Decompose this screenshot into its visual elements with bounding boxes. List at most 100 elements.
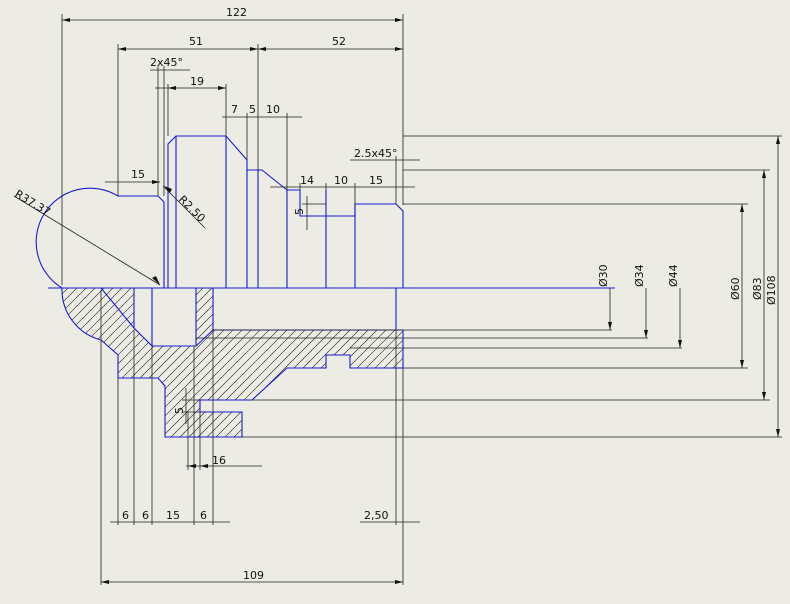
hatch-line bbox=[508, 260, 708, 460]
hatch-line bbox=[463, 260, 663, 460]
hatch-line bbox=[363, 288, 403, 437]
hatch-line bbox=[544, 260, 744, 460]
radius-small-label: R2.50 bbox=[176, 193, 208, 225]
dim-15-left: 15 bbox=[131, 168, 145, 181]
hatch-line bbox=[309, 288, 403, 437]
hatch-line bbox=[300, 288, 403, 437]
dim-5-vertical: 5 bbox=[293, 208, 306, 215]
hatch-line bbox=[138, 288, 340, 437]
radius-large-label: R37.37 bbox=[12, 187, 52, 218]
arrowheads bbox=[62, 18, 780, 584]
hatch-line bbox=[336, 288, 403, 437]
dim-chamfer-right: 2.5x45° bbox=[354, 147, 398, 160]
hatch-line bbox=[445, 260, 645, 460]
hatch-line bbox=[237, 288, 403, 437]
hatch-line bbox=[354, 288, 403, 437]
hatch-line bbox=[192, 288, 394, 437]
dim-bottom-16: 16 bbox=[212, 454, 226, 467]
dim-bottom-6a: 6 bbox=[122, 509, 129, 522]
dim-bottom-2-50: 2,50 bbox=[364, 509, 389, 522]
hatch-line bbox=[61, 288, 223, 437]
hatch-line bbox=[0, 260, 60, 460]
hatch-line bbox=[282, 288, 403, 437]
hatch-line bbox=[61, 288, 250, 437]
dim-10: 10 bbox=[266, 103, 280, 116]
dim-groove-width: 19 bbox=[190, 75, 204, 88]
hatch-line bbox=[61, 288, 88, 437]
dim-14: 14 bbox=[300, 174, 314, 187]
hatch-line bbox=[327, 288, 403, 437]
hatch-line bbox=[517, 260, 717, 460]
hatch-line bbox=[61, 288, 133, 437]
dim-bottom-15: 15 bbox=[166, 509, 180, 522]
dim-bottom-6c: 6 bbox=[200, 509, 207, 522]
hatch-line bbox=[264, 288, 403, 437]
hatch-line bbox=[526, 260, 726, 460]
diameter-60-label: Ø60 bbox=[729, 277, 742, 300]
hatch-line bbox=[61, 288, 196, 437]
hatch-line bbox=[318, 288, 403, 437]
hatch-line bbox=[174, 288, 376, 437]
dim-5: 5 bbox=[249, 103, 256, 116]
hatch-line bbox=[0, 260, 51, 460]
hatch-line bbox=[255, 288, 403, 437]
hatch-line bbox=[228, 288, 403, 437]
hatch-line bbox=[61, 288, 232, 437]
diameter-44-label: Ø44 bbox=[667, 264, 680, 287]
hatch-line bbox=[535, 260, 735, 460]
hatch-line bbox=[219, 288, 403, 437]
hatch-line bbox=[75, 288, 277, 437]
hatch-line bbox=[156, 288, 358, 437]
hatch-line bbox=[120, 288, 322, 437]
hatch-line bbox=[61, 288, 97, 437]
dim-15-right: 15 bbox=[369, 174, 383, 187]
hatch-line bbox=[381, 288, 403, 437]
hatch-line bbox=[291, 288, 403, 437]
hatch-line bbox=[61, 288, 214, 437]
diameter-108-label: Ø108 bbox=[765, 275, 778, 305]
hatch-line bbox=[84, 288, 286, 437]
hatch-line bbox=[427, 260, 627, 460]
hatch-line bbox=[61, 288, 205, 437]
hatch-line bbox=[61, 288, 259, 437]
hatch-line bbox=[61, 288, 151, 437]
hatch-line bbox=[61, 288, 115, 437]
hatch-line bbox=[61, 288, 106, 437]
hatch-line bbox=[409, 260, 609, 460]
hatch-line bbox=[778, 260, 790, 460]
hatch-line bbox=[472, 260, 672, 460]
hatch-line bbox=[61, 288, 124, 437]
hatch-line bbox=[129, 288, 331, 437]
hatch-line bbox=[66, 288, 268, 437]
dim-left-part: 51 bbox=[189, 35, 203, 48]
dim-7: 7 bbox=[231, 103, 238, 116]
dim-bottom-6b: 6 bbox=[142, 509, 149, 522]
hatch-line bbox=[0, 260, 15, 460]
dim-chamfer-left: 2x45° bbox=[150, 56, 183, 69]
hatch-line bbox=[0, 260, 33, 460]
hatch-line bbox=[102, 288, 304, 437]
hatch-line bbox=[201, 288, 403, 437]
hatch-line bbox=[0, 260, 24, 460]
hatch-line bbox=[61, 288, 241, 437]
hatch-line bbox=[61, 288, 178, 437]
hatch-line bbox=[246, 288, 403, 437]
hatch-line bbox=[345, 288, 403, 437]
hatch-line bbox=[0, 260, 6, 460]
dim-right-part: 52 bbox=[332, 35, 346, 48]
hatch-line bbox=[61, 288, 160, 437]
dim-overall-length: 122 bbox=[226, 6, 247, 19]
hatch-line bbox=[399, 288, 403, 437]
hatch-line bbox=[0, 260, 42, 460]
hatch-line bbox=[147, 288, 349, 437]
hatch-line bbox=[454, 260, 654, 460]
hatch-line bbox=[61, 288, 142, 437]
hatch-line bbox=[481, 260, 681, 460]
dim-bottom-5: 5 bbox=[173, 407, 186, 414]
hatch-line bbox=[210, 288, 403, 437]
hatch-line bbox=[553, 260, 753, 460]
hatch-line bbox=[436, 260, 636, 460]
diameter-30-label: Ø30 bbox=[597, 264, 610, 287]
